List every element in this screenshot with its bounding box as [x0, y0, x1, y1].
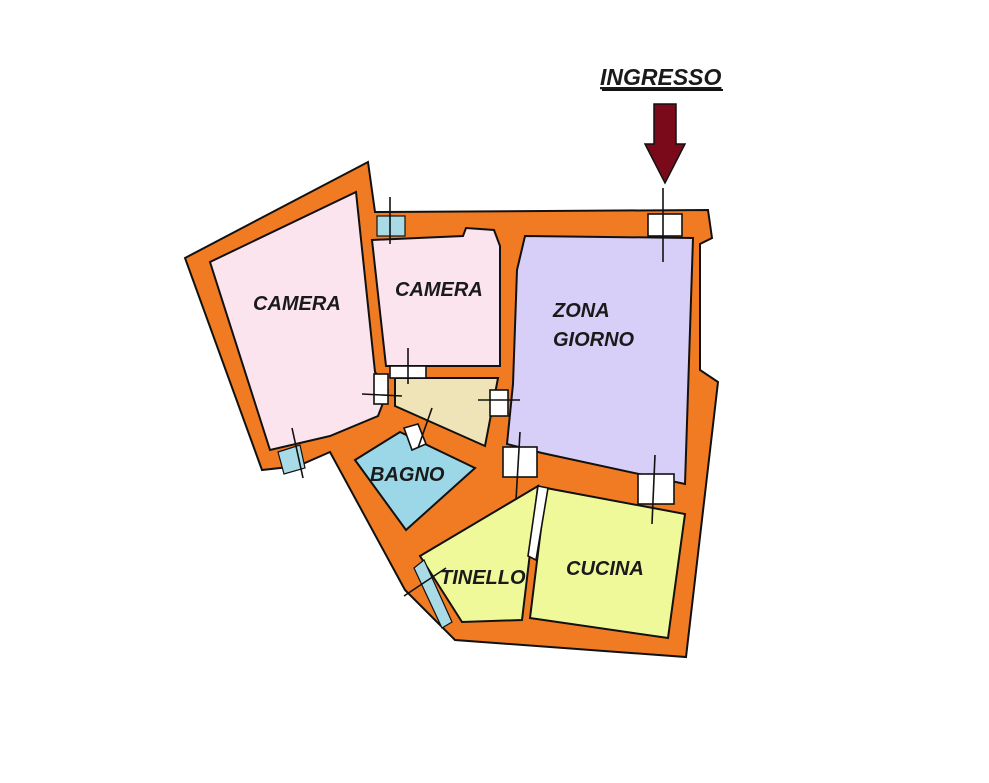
room-bagno: [353, 430, 477, 532]
label-cucina: CUCINA: [566, 558, 644, 580]
label-tinello: TINELLO: [440, 567, 526, 589]
window-camera-left: [277, 444, 306, 475]
window-camera-right: [376, 215, 406, 237]
door-disimpegno-giorno: [489, 389, 509, 417]
entrance-label: INGRESSO: [600, 64, 722, 90]
label-bagno: BAGNO: [370, 464, 445, 486]
label-camera-left: CAMERA: [253, 293, 341, 315]
label-zona-line-1: ZONA: [552, 300, 610, 322]
room-disimpegno: [394, 377, 500, 448]
door-bagno: [402, 423, 428, 452]
door-marks: [291, 188, 664, 597]
door-tinello: [502, 446, 538, 478]
door-cucina: [637, 473, 675, 505]
room-tinello: [418, 484, 540, 624]
door-tinello-cucina: [527, 485, 549, 562]
door-camera-left: [373, 373, 389, 405]
window-tinello: [413, 559, 453, 629]
windows: [277, 215, 453, 629]
room-cucina: [528, 486, 687, 640]
doors: [373, 213, 683, 562]
label-zona-line-2: GIORNO: [553, 329, 635, 351]
label-camera-right: CAMERA: [395, 279, 483, 301]
entrance: INGRESSO: [600, 64, 723, 185]
door-entrance: [647, 213, 683, 237]
entrance-arrow-icon: [643, 103, 687, 185]
